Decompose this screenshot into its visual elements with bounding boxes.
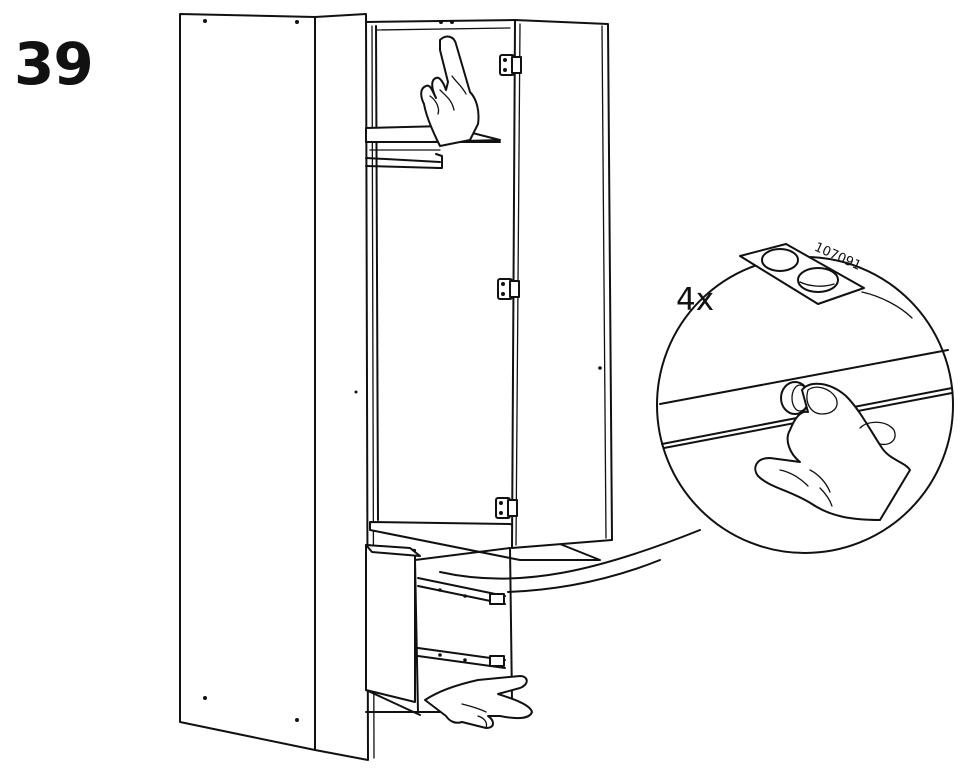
- hinge-top: [499, 54, 522, 76]
- leader-line: [861, 291, 913, 319]
- left-door-panel: [179, 13, 369, 761]
- detail-callout: [439, 256, 954, 593]
- hinge-bottom: [495, 497, 518, 519]
- drawer-section: [365, 544, 513, 716]
- pointing-hand-top: [420, 35, 480, 147]
- pointing-hand-bottom: [424, 675, 533, 729]
- step-number: 39: [14, 30, 94, 98]
- hinge-middle: [497, 278, 520, 300]
- quantity-label: 4x: [676, 282, 715, 318]
- right-door: [511, 19, 613, 549]
- adhesive-bumper-pad-icon: [739, 243, 865, 305]
